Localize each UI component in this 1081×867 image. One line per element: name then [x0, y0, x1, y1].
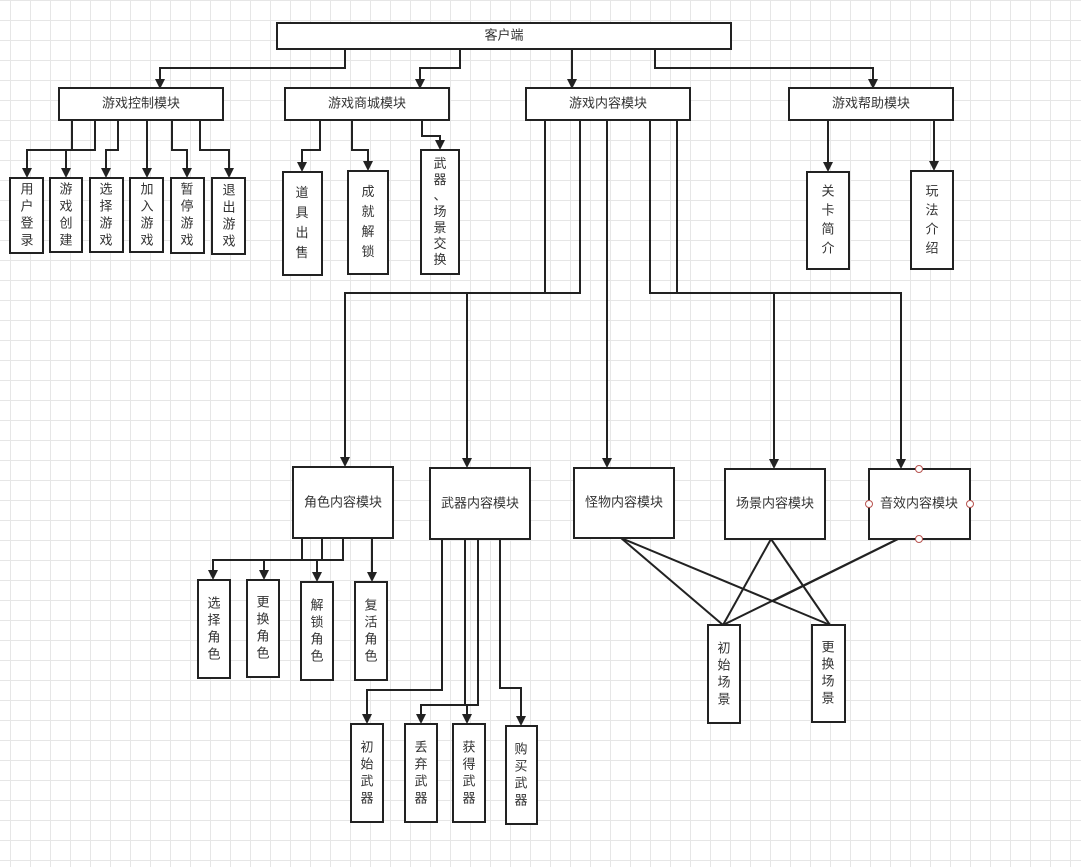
weapon-item-initial: 初始武器: [360, 740, 373, 806]
scene-item-initial: 初始场景: [717, 641, 730, 707]
selection-handle-left[interactable]: [865, 500, 873, 508]
root-client-label: 客户端: [484, 28, 523, 44]
connector-lines: [22, 50, 939, 726]
weapon-item-buy: 购买武器: [514, 741, 527, 808]
control-item-exit: 退出游戏: [222, 183, 235, 249]
control-item-pause: 暂停游戏: [180, 182, 193, 248]
submodule-scene-label: 场景内容模块: [736, 496, 814, 512]
shop-item-props: 道具出售: [295, 186, 308, 261]
shop-item-exchange: 武器、场景交换: [433, 157, 446, 268]
role-item-select: 选择角色: [207, 596, 220, 662]
selection-handle-top[interactable]: [915, 465, 923, 473]
module-content-label: 游戏内容模块: [569, 96, 647, 112]
role-item-unlock: 解锁角色: [310, 598, 323, 664]
control-item-create: 游戏创建: [59, 182, 72, 248]
selection-handles[interactable]: [865, 465, 974, 543]
help-item-level-intro: 关卡简介: [821, 184, 834, 256]
control-item-select: 选择游戏: [99, 182, 112, 248]
submodule-monster-label: 怪物内容模块: [585, 495, 663, 511]
submodule-role-label: 角色内容模块: [304, 495, 382, 511]
submodule-weapon-label: 武器内容模块: [441, 496, 519, 512]
control-item-join: 加入游戏: [140, 182, 153, 248]
weapon-item-discard: 丢弃武器: [414, 740, 427, 806]
weapon-item-obtain: 获得武器: [462, 740, 475, 806]
help-item-gameplay: 玩法介绍: [925, 184, 938, 256]
scene-item-change: 更换场景: [821, 640, 834, 706]
shop-item-achievement: 成就解锁: [361, 185, 374, 260]
control-item-login: 用户登录: [20, 182, 33, 248]
module-control-label: 游戏控制模块: [102, 97, 180, 112]
module-help-label: 游戏帮助模块: [832, 97, 910, 112]
role-item-revive: 复活角色: [364, 598, 377, 664]
module-shop-label: 游戏商城模块: [328, 97, 406, 112]
role-item-change: 更换角色: [256, 595, 269, 661]
submodule-sound-label: 音效内容模块: [880, 496, 958, 512]
diagram-boxes: [9, 22, 971, 825]
selection-handle-bottom[interactable]: [915, 535, 923, 543]
selection-handle-right[interactable]: [966, 500, 974, 508]
